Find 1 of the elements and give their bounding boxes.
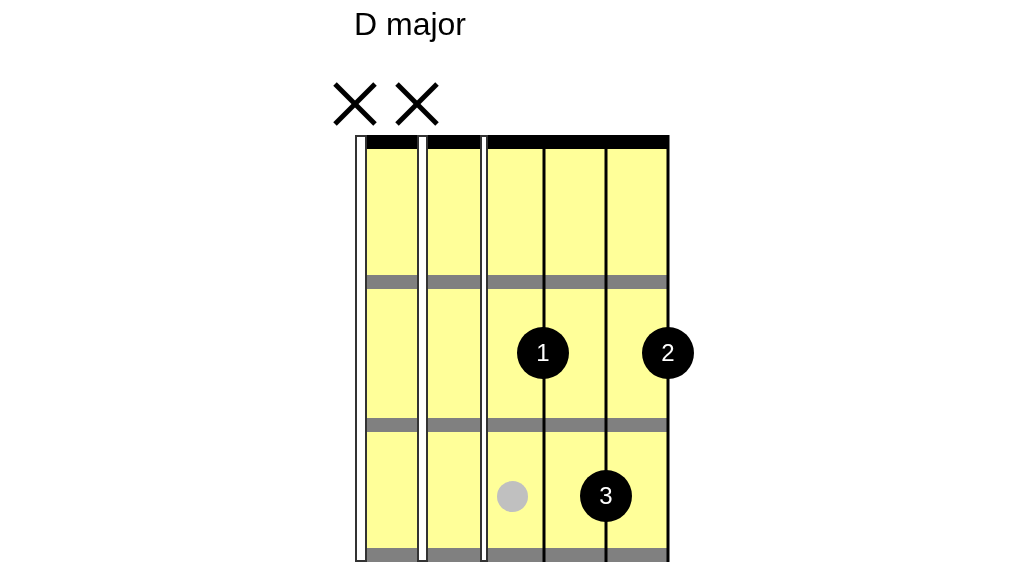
chord-title: D major	[354, 5, 466, 44]
